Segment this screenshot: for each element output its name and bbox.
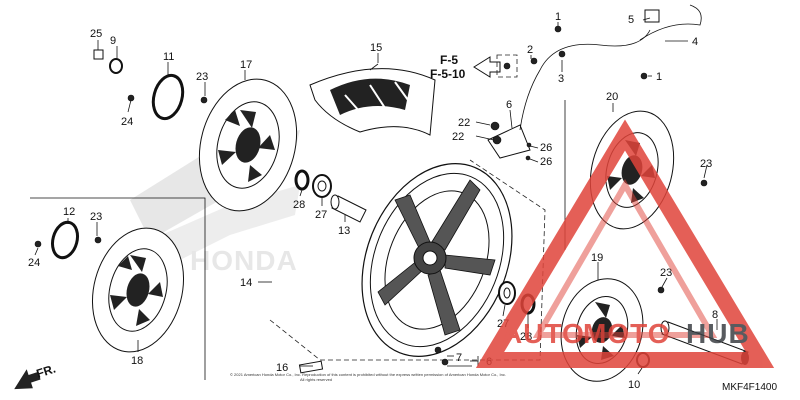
drawing-code: MKF4F1400 (722, 382, 777, 393)
front-direction-arrow-icon (14, 369, 41, 390)
callout-22-b: 22 (452, 131, 464, 143)
leader-lines (34, 17, 718, 375)
wheel-speed-sensor (487, 29, 651, 161)
callout-22-a: 22 (458, 117, 470, 129)
brake-disc-left-upper (198, 78, 298, 212)
callout-23-a: 23 (196, 71, 208, 83)
watermark-moto: MOTO (583, 318, 670, 349)
watermark-hub: HUB (686, 318, 750, 349)
callout-20: 19 (591, 252, 603, 264)
sensor-wire-harness (530, 4, 702, 80)
callout-24-a: 24 (121, 116, 133, 128)
callout-15: 14 (240, 277, 252, 289)
callout-1-a: 1 (555, 11, 561, 23)
copyright-line-1: © 2021 American Honda Motor Co., Inc. Re… (230, 372, 506, 377)
callout-1-b: 1 (656, 71, 662, 83)
callout-labels: 25 9 11 23 17 24 15 12 23 24 18 28 27 13… (28, 11, 718, 391)
callout-23-b: 23 (90, 211, 102, 223)
brake-disc-left-lower (91, 227, 185, 353)
pulser-ring-12 (151, 73, 185, 121)
copyright-line-2: All rights reserved (300, 377, 332, 382)
callout-27-a: 27 (315, 209, 327, 221)
callout-5: 5 (628, 14, 634, 26)
axle-collar (330, 194, 367, 223)
callout-18: 17 (240, 59, 252, 71)
callout-28-b: 28 (520, 331, 532, 343)
callout-23-d: 23 (660, 267, 672, 279)
callout-24-b: 24 (28, 257, 40, 269)
left-group-bracket (30, 197, 206, 380)
callout-13: 12 (63, 206, 75, 218)
callout-16: 15 (370, 42, 382, 54)
bearing-27-right (498, 281, 516, 305)
callout-26-b: 26 (540, 156, 552, 168)
pulser-ring-13 (51, 220, 79, 260)
callout-17: 16 (276, 362, 288, 374)
bearing-27-left (312, 174, 332, 198)
callout-23-c: 23 (700, 158, 712, 170)
callout-2: 2 (527, 44, 533, 56)
dust-seal-28-left (294, 169, 310, 191)
callout-10: 9 (110, 35, 116, 47)
callout-12: 11 (163, 51, 174, 63)
callout-6-label: 6 (506, 99, 512, 111)
callout-14: 13 (338, 225, 350, 237)
callout-19: 18 (131, 355, 143, 367)
callout-9: 8 (712, 309, 718, 321)
front-label: FR. (35, 362, 58, 381)
honda-lettering: HONDA (190, 245, 298, 276)
reference-f5: F-5 (440, 53, 458, 67)
callout-21: 20 (606, 91, 618, 103)
callout-26-a: 26 (540, 142, 552, 154)
callout-11: 10 (628, 379, 640, 391)
front-wheel (361, 163, 513, 357)
callout-4: 4 (692, 36, 698, 48)
callout-25: 25 (90, 28, 102, 40)
reference-arrow (473, 54, 518, 78)
warning-triangle-icon (475, 119, 775, 368)
watermark-auto: AUTO (502, 318, 585, 349)
callout-3: 3 (558, 73, 564, 85)
callout-28-a: 28 (293, 199, 305, 211)
reference-f5-10: F-5-10 (430, 67, 466, 81)
callout-8: 7 (456, 352, 462, 364)
tire (309, 68, 436, 136)
automotohub-watermark: AUTO MOTO HUB (475, 119, 775, 368)
